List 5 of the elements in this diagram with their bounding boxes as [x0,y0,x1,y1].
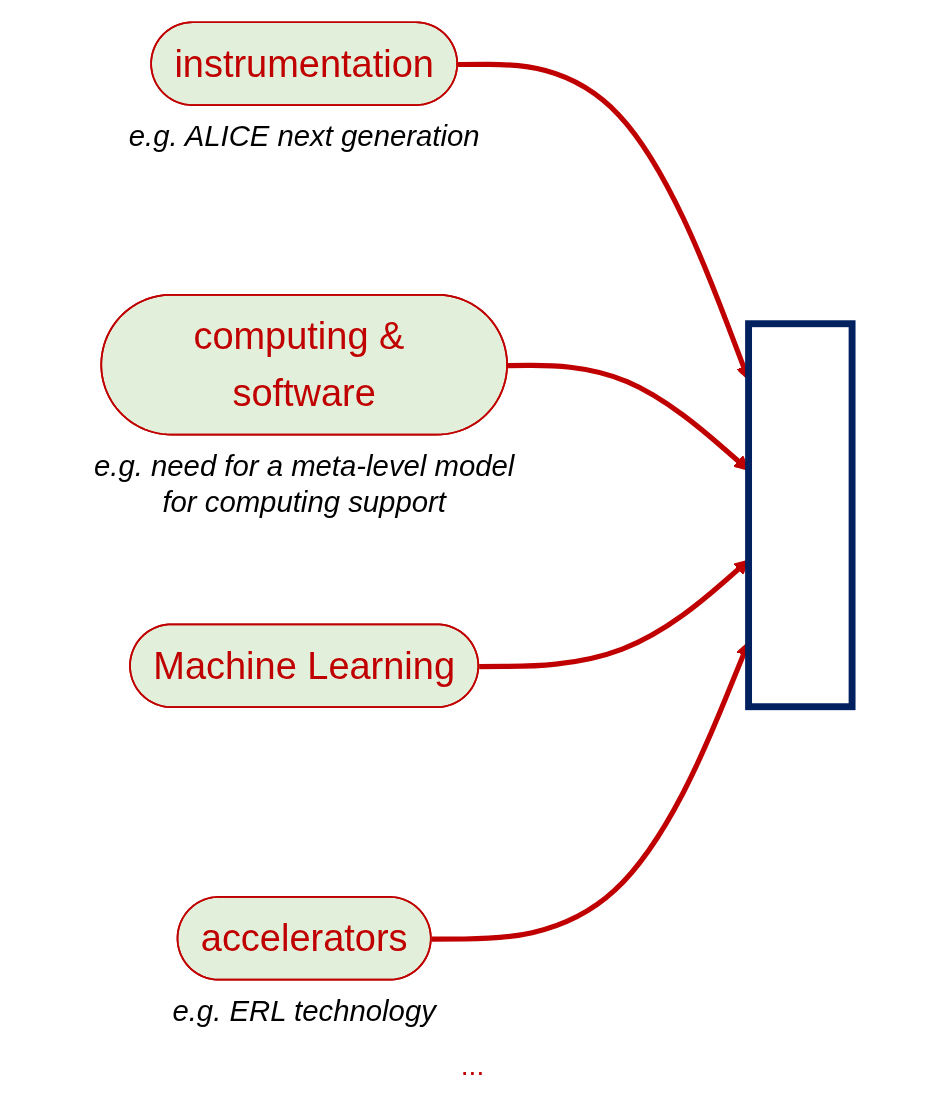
example-note: e.g. ERL technology [171,994,436,1028]
node-box [744,320,856,711]
ellipsis-note: ... [459,1050,486,1082]
example-note: e.g. need for a meta-level model for computing support [93,448,514,519]
example-note: e.g. ALICE next generation [128,119,480,153]
